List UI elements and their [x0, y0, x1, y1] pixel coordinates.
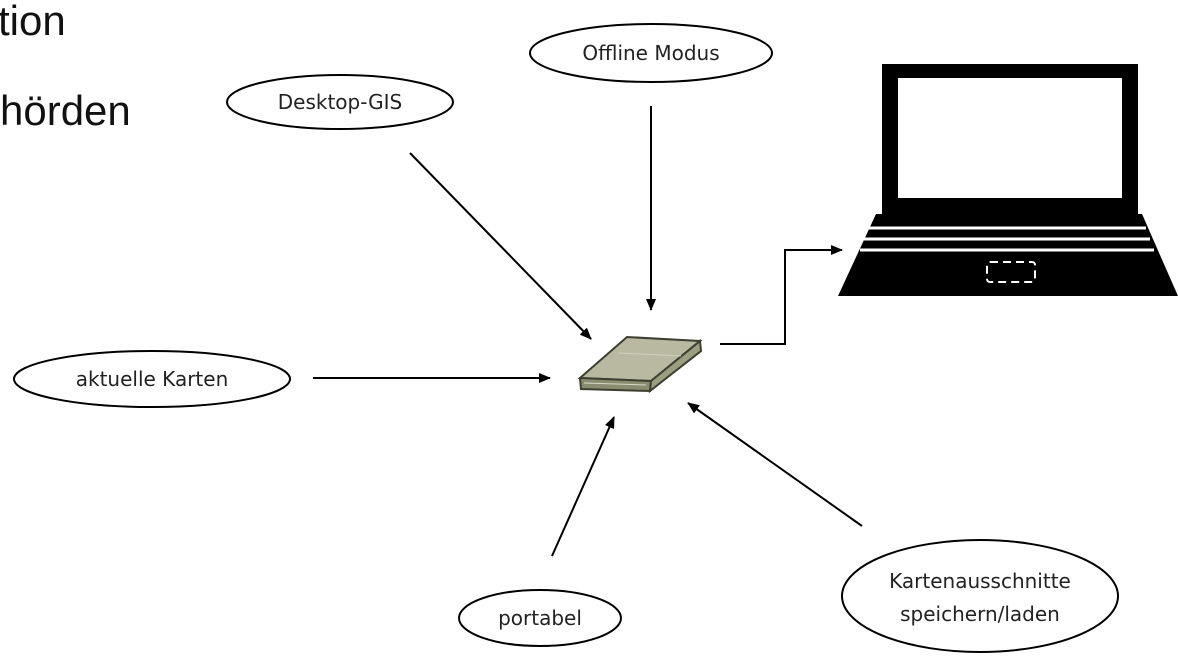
node-desktop-gis: Desktop-GIS	[226, 74, 454, 130]
arrow-map-extracts-to-card	[687, 402, 863, 527]
node-map-extracts-label-line1: Kartenausschnitte	[889, 569, 1071, 593]
node-map-extracts: Kartenausschnitte speichern/laden	[841, 539, 1119, 653]
node-current-maps: aktuelle Karten	[13, 350, 291, 408]
node-portable: portabel	[458, 589, 622, 647]
memory-card-icon	[577, 335, 703, 394]
arrow-portable-to-card	[551, 416, 615, 557]
node-current-maps-label: aktuelle Karten	[76, 367, 229, 391]
node-offline-mode-label: Offline Modus	[582, 41, 719, 65]
node-offline-mode: Offline Modus	[529, 23, 773, 83]
node-map-extracts-label-line2: speichern/laden	[900, 602, 1060, 626]
node-portable-label: portabel	[498, 606, 582, 630]
node-desktop-gis-label: Desktop-GIS	[278, 90, 403, 114]
laptop-icon	[838, 64, 1178, 296]
background-text-line-2: hörden	[0, 87, 131, 134]
background-text-line-1: tion	[0, 0, 66, 44]
arrow-desktop-gis-to-card	[409, 152, 592, 340]
arrow-card-to-laptop	[720, 245, 843, 345]
